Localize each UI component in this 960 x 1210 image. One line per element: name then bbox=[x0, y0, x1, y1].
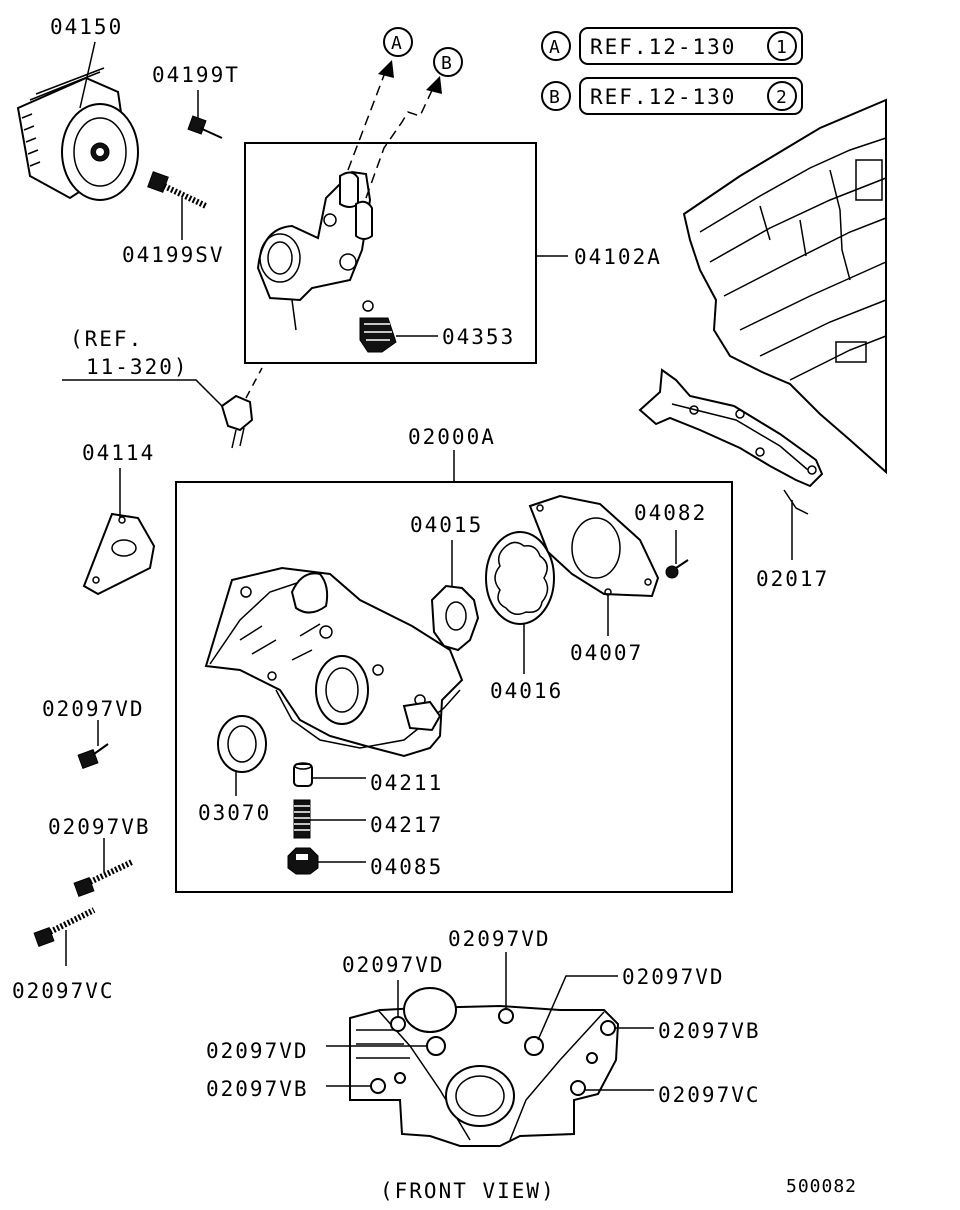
label-04114: 04114 bbox=[82, 441, 155, 465]
fv-label-vd-top: 02097VD bbox=[448, 927, 551, 951]
label-02097vc: 02097VC bbox=[12, 979, 115, 1003]
label-02097vb: 02097VB bbox=[48, 815, 151, 839]
oil-filter bbox=[16, 67, 139, 201]
fv-label-vb-right: 02097VB bbox=[658, 1019, 761, 1043]
oil-pressure-switch bbox=[359, 300, 397, 353]
ref-b-letter: B bbox=[549, 87, 561, 108]
ref-a-text: REF.12-130 bbox=[590, 35, 736, 59]
inner-rotor bbox=[430, 584, 480, 652]
label-04015: 04015 bbox=[410, 513, 483, 537]
ref-note-line2: 11-320) bbox=[86, 355, 189, 379]
callout-letter-b: B bbox=[441, 53, 453, 74]
label-04102a: 04102A bbox=[574, 245, 662, 269]
label-04211: 04211 bbox=[370, 771, 443, 795]
oil-pump-housing bbox=[204, 566, 464, 758]
bolt-04199sv bbox=[147, 171, 208, 209]
callout-circle-a bbox=[383, 27, 413, 57]
label-04217: 04217 bbox=[370, 813, 443, 837]
callout-letter-a: A bbox=[391, 33, 403, 54]
assembly-box-04102a bbox=[244, 142, 537, 364]
gasket-02017 bbox=[638, 368, 824, 515]
fv-label-vb-left: 02097VB bbox=[206, 1077, 309, 1101]
plug-04085 bbox=[287, 847, 319, 875]
label-02000a: 02000A bbox=[408, 425, 496, 449]
callout-circle-b bbox=[433, 47, 463, 77]
ref-b-num: 2 bbox=[776, 87, 788, 108]
fv-label-vc-right: 02097VC bbox=[658, 1083, 761, 1107]
label-04353: 04353 bbox=[442, 325, 515, 349]
fv-label-vd-left: 02097VD bbox=[342, 953, 445, 977]
label-04007: 04007 bbox=[570, 641, 643, 665]
label-04016: 04016 bbox=[490, 679, 563, 703]
label-04085: 04085 bbox=[370, 855, 443, 879]
outer-rotor bbox=[485, 531, 555, 625]
label-04082: 04082 bbox=[634, 501, 707, 525]
front-view-caption: (FRONT VIEW) bbox=[380, 1179, 556, 1203]
bolt-02097vd bbox=[77, 743, 109, 769]
label-04199t: 04199T bbox=[152, 63, 240, 87]
ref-a-letter: A bbox=[549, 37, 561, 58]
label-04199sv: 04199SV bbox=[122, 243, 225, 267]
oil-filter-bracket bbox=[256, 170, 373, 331]
bolt-04199t bbox=[187, 115, 223, 139]
pump-cover bbox=[528, 494, 660, 598]
fv-label-vd-mid: 02097VD bbox=[206, 1039, 309, 1063]
ref-b-row: B REF.12-130 2 bbox=[541, 77, 803, 115]
bolt-02097vb bbox=[73, 859, 134, 897]
engine-block bbox=[682, 98, 887, 475]
fv-label-vd-right: 02097VD bbox=[622, 965, 725, 989]
front-view-housing bbox=[349, 987, 620, 1147]
label-04150: 04150 bbox=[50, 15, 123, 39]
ref-a-num: 1 bbox=[776, 37, 788, 58]
ref-b-text: REF.12-130 bbox=[590, 85, 736, 109]
bolt-02097vc bbox=[33, 907, 96, 947]
relief-spring bbox=[293, 799, 311, 839]
ref-note-line1: (REF. bbox=[70, 327, 143, 351]
label-02097vd: 02097VD bbox=[42, 697, 145, 721]
oil-seal bbox=[217, 715, 267, 773]
ref-a-row: A REF.12-130 1 bbox=[541, 27, 803, 65]
diagram-id: 500082 bbox=[786, 1176, 857, 1197]
relief-plunger bbox=[293, 762, 313, 787]
gasket-04114 bbox=[82, 512, 156, 596]
label-03070: 03070 bbox=[198, 801, 271, 825]
oil-level-sensor bbox=[220, 367, 263, 449]
screw-04082 bbox=[665, 559, 689, 579]
label-02017: 02017 bbox=[756, 567, 829, 591]
